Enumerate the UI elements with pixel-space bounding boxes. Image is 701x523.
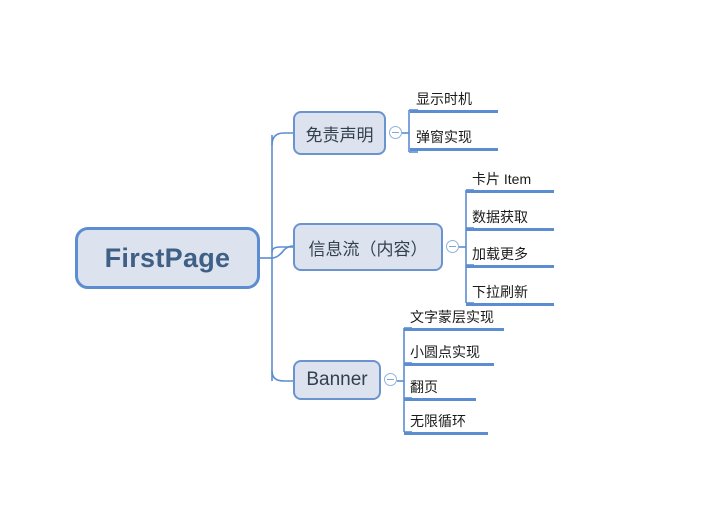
leaf-item-label: 下拉刷新: [472, 284, 528, 300]
leaf-item[interactable]: 文字蒙层实现: [404, 308, 504, 331]
leaf-item[interactable]: 下拉刷新: [466, 283, 554, 306]
leaf-item-label: 卡片 Item: [472, 171, 532, 187]
branch-node-label: 信息流（内容）: [308, 239, 428, 259]
branch-node-feed[interactable]: 信息流（内容）: [293, 223, 443, 271]
leaf-underline: [466, 190, 554, 193]
leaf-item[interactable]: 卡片 Item: [466, 170, 554, 193]
leaf-underline: [410, 110, 498, 113]
branch-node-banner[interactable]: Banner: [293, 360, 381, 400]
leaf-item-label: 加载更多: [472, 246, 528, 262]
leaf-underline: [466, 265, 554, 268]
leaf-item-label: 小圆点实现: [410, 344, 480, 360]
leaf-item-label: 无限循环: [410, 413, 466, 429]
leaf-underline: [466, 303, 554, 306]
leaf-underline: [404, 363, 494, 366]
leaf-item-label: 弹窗实现: [416, 129, 472, 145]
branch-node-label: Banner: [306, 369, 368, 390]
leaf-underline: [404, 432, 488, 435]
leaf-item-label: 显示时机: [416, 91, 472, 107]
leaf-item[interactable]: 翻页: [404, 378, 476, 401]
minus-circle-icon[interactable]: [384, 373, 397, 386]
branch-node-disclaimer[interactable]: 免责声明: [293, 111, 386, 155]
leaf-item[interactable]: 显示时机: [410, 90, 498, 113]
leaf-underline: [466, 228, 554, 231]
leaf-item[interactable]: 加载更多: [466, 245, 554, 268]
root-node-firstpage[interactable]: FirstPage: [75, 227, 260, 289]
leaf-underline: [404, 328, 504, 331]
minus-circle-icon[interactable]: [446, 240, 459, 253]
leaf-item[interactable]: 数据获取: [466, 208, 554, 231]
branch-node-label: 免责声明: [305, 125, 374, 145]
root-node-label: FirstPage: [104, 242, 231, 273]
leaf-item[interactable]: 无限循环: [404, 412, 488, 435]
minus-circle-icon[interactable]: [389, 126, 402, 139]
leaf-item[interactable]: 小圆点实现: [404, 343, 494, 366]
leaf-item-label: 数据获取: [472, 209, 528, 225]
leaf-item-label: 翻页: [410, 379, 438, 395]
leaf-item-label: 文字蒙层实现: [410, 309, 494, 325]
leaf-item[interactable]: 弹窗实现: [410, 128, 498, 151]
leaf-underline: [404, 398, 476, 401]
leaf-underline: [410, 148, 498, 151]
